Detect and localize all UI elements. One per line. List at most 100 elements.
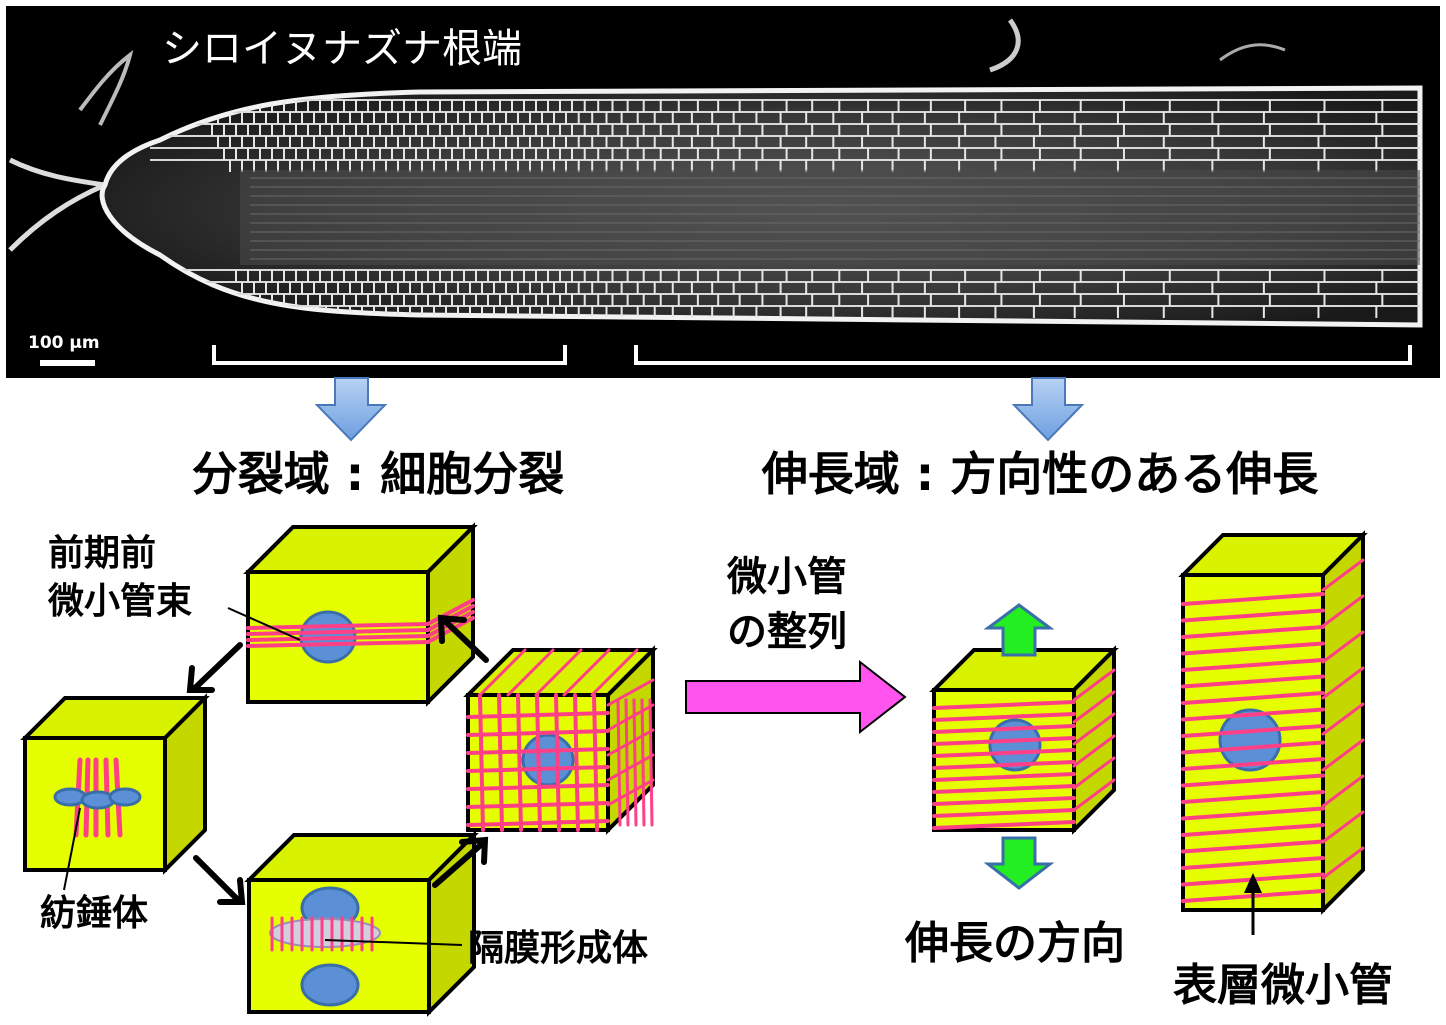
microtubule xyxy=(606,753,655,782)
elongation-zone-bracket xyxy=(634,345,1412,365)
curved-arrow-icon xyxy=(217,877,246,905)
nucleus xyxy=(300,963,360,1007)
scale-bar-label: 100 µm xyxy=(28,333,100,353)
microtubule xyxy=(606,728,655,757)
microtubule xyxy=(246,640,430,648)
microtubule xyxy=(1181,625,1325,639)
preprophase-band-leader xyxy=(227,607,301,641)
microtubule xyxy=(932,796,1076,806)
microtubule xyxy=(932,820,1076,830)
microtubule xyxy=(1181,691,1325,705)
down-arrow-icon xyxy=(1011,377,1085,442)
microtubule xyxy=(1181,740,1325,755)
microtubule xyxy=(1181,641,1325,656)
down-arrow-icon xyxy=(314,377,388,442)
microtubule xyxy=(535,693,542,832)
microtubule xyxy=(1181,823,1325,837)
microtubule xyxy=(246,628,430,636)
cortical-mt-leader-head xyxy=(1244,873,1262,893)
microtubule xyxy=(506,648,555,697)
micrograph-title: シロイヌナズナ根端 xyxy=(162,26,522,72)
microtubule xyxy=(932,712,1076,722)
curved-arrow-icon xyxy=(186,665,215,693)
microtubule xyxy=(648,698,654,827)
right-arrow-icon xyxy=(685,659,907,735)
alignment-label-line1: 微小管 xyxy=(726,554,847,600)
microtubule xyxy=(1321,666,1365,700)
microtubule xyxy=(1181,608,1325,623)
microtubule xyxy=(1181,724,1325,738)
microtubule xyxy=(1181,790,1325,804)
microtubule xyxy=(640,698,646,827)
growth-arrow-icon xyxy=(983,603,1055,657)
root-hair-strand xyxy=(1219,43,1286,62)
microtubule xyxy=(1181,674,1325,689)
division-zone-bracket xyxy=(212,345,567,365)
micrograph-panel: シロイヌナズナ根端 100 µm xyxy=(6,6,1440,378)
microtubule xyxy=(1321,594,1365,628)
curved-arrow-icon xyxy=(193,855,241,903)
preprophase-band-label-line2: 微小管束 xyxy=(47,581,192,622)
nucleus xyxy=(988,718,1042,772)
root-cell-files xyxy=(150,99,1420,318)
curved-arrow-icon xyxy=(441,617,489,663)
microtubule xyxy=(1181,839,1325,854)
microtubule xyxy=(1181,658,1325,672)
microtubule xyxy=(246,634,430,642)
microtubule xyxy=(1072,778,1116,812)
microtubule xyxy=(1181,592,1325,606)
spindle-leader xyxy=(63,807,81,891)
microtubule xyxy=(1181,773,1325,788)
microtubule xyxy=(932,808,1076,818)
growth-arrow-icon xyxy=(983,836,1055,890)
microtubule xyxy=(1072,756,1116,790)
microtubule xyxy=(624,698,630,827)
phragmoplast-label: 隔膜形成体 xyxy=(468,928,648,969)
microtubule xyxy=(1072,668,1116,702)
microtubule xyxy=(592,693,599,832)
nucleus xyxy=(521,733,575,787)
spindle-cell xyxy=(20,693,210,875)
microtubule xyxy=(497,693,504,832)
division-cycle xyxy=(20,522,658,1017)
interphase-cell xyxy=(463,645,658,835)
microtubule xyxy=(606,703,655,732)
microtubule xyxy=(616,698,622,827)
microtubule xyxy=(590,648,639,697)
nucleus xyxy=(1218,708,1282,772)
microtubule xyxy=(1072,712,1116,746)
microtubule xyxy=(478,648,527,697)
microtubule xyxy=(1321,846,1365,880)
preprophase-band-label-line1: 前期前 xyxy=(48,533,156,574)
microtubule xyxy=(1181,806,1325,821)
microtubule xyxy=(1321,774,1365,808)
microtubule xyxy=(932,736,1076,746)
elongation-zone-heading: 伸長域 : 方向性のある伸長 xyxy=(761,447,1319,501)
microtubule xyxy=(1321,738,1365,772)
microtubule xyxy=(246,622,430,630)
microtubule xyxy=(932,748,1076,758)
microtubule xyxy=(932,772,1076,782)
phragmoplast-leader xyxy=(324,939,463,946)
curved-arrow-icon xyxy=(459,836,489,865)
microtubule xyxy=(478,693,485,832)
microtubule xyxy=(1321,558,1365,592)
microtubule xyxy=(516,693,523,832)
curved-arrow-icon xyxy=(432,840,486,888)
scale-bar xyxy=(40,360,95,366)
stele xyxy=(240,170,1420,265)
microtubule xyxy=(1072,690,1116,724)
nucleus xyxy=(108,787,142,807)
alignment-label-line2: の整列 xyxy=(727,609,847,655)
elongating-cell xyxy=(929,645,1119,835)
microtubule xyxy=(1321,810,1365,844)
root-hair-strand xyxy=(78,50,134,126)
microtubule xyxy=(573,693,580,832)
microtubule xyxy=(932,784,1076,794)
microtubule xyxy=(1181,707,1325,722)
microtubule xyxy=(932,724,1076,734)
elongation-cells xyxy=(929,530,1368,915)
division-zone-heading: 分裂域 : 細胞分裂 xyxy=(192,447,564,501)
microtubule xyxy=(1072,734,1116,768)
